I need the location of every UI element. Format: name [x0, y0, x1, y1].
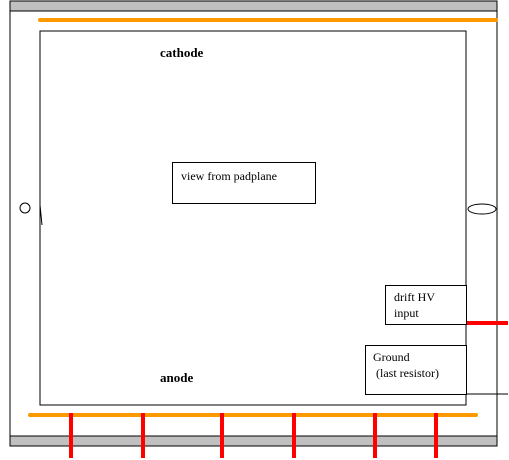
- ground-box: [365, 345, 467, 395]
- view-from-padplane-label: view from padplane: [181, 169, 277, 183]
- anode-label: anode: [160, 370, 194, 385]
- left-port-circle: [19, 202, 31, 214]
- drift-volume-box: [39, 30, 467, 406]
- bottom-plate: [9, 435, 498, 447]
- ground-label-line1: Ground: [373, 350, 410, 364]
- inner-left-wall-notch: [39, 204, 43, 226]
- ground-label-line2: (last resistor): [376, 366, 439, 380]
- view-from-padplane-box: [172, 162, 316, 204]
- right-port-ellipse: [467, 203, 497, 215]
- drift-hv-input-box: [385, 285, 467, 325]
- drift-hv-label-line1: drift HV: [394, 290, 435, 304]
- drift-hv-label-line2: input: [394, 306, 419, 320]
- top-plate: [9, 0, 498, 12]
- cathode-label: cathode: [160, 45, 204, 60]
